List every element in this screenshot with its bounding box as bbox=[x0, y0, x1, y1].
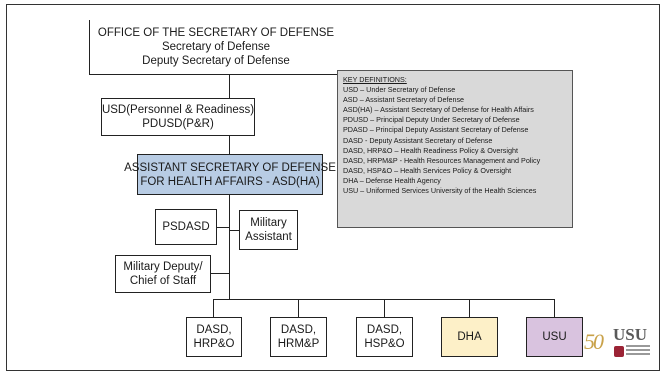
definition-item: USD – Under Secretary of Defense bbox=[343, 85, 456, 95]
node-military-assistant-line-1: Military bbox=[250, 217, 287, 229]
definition-item: DASD - Deputy Assistant Secretary of Def… bbox=[343, 135, 493, 145]
node-dasd-hrpo-line-1: DASD, bbox=[196, 324, 232, 336]
node-dha: DHA bbox=[441, 317, 498, 357]
definition-item: PDASD – Principal Deputy Assistant Secre… bbox=[343, 125, 529, 135]
connector-bottom-bar bbox=[213, 299, 554, 301]
connector-dasd-hrpo bbox=[213, 299, 215, 317]
definition-item: ASD(HA) – Assistant Secretary of Defense… bbox=[343, 105, 534, 115]
node-dasd-hrpo-line-2: HRP&O bbox=[193, 338, 235, 350]
node-asd-ha: ASSISTANT SECRETARY OF DEFENSE FOR HEALT… bbox=[124, 154, 336, 195]
node-osd-line-3: Deputy Secretary of Defense bbox=[142, 55, 290, 67]
connector-dha bbox=[469, 299, 471, 317]
node-osd-line-1: OFFICE OF THE SECRETARY OF DEFENSE bbox=[97, 27, 335, 39]
definition-item: PDUSD – Principal Deputy Under Secretary… bbox=[343, 115, 520, 125]
definition-item: DASD, HRP&O – Health Readiness Policy & … bbox=[343, 145, 518, 155]
definition-item: DASD, HRPM&P - Health Resources Manageme… bbox=[343, 155, 541, 165]
connector-psdasd bbox=[217, 227, 229, 229]
node-osd: OFFICE OF THE SECRETARY OF DEFENSE Secre… bbox=[89, 20, 342, 75]
node-dha-label: DHA bbox=[457, 331, 482, 343]
usu-50th-anniversary-logo-icon: 50 USU bbox=[584, 323, 664, 363]
node-dasd-hspo-line-2: HSP&O bbox=[364, 338, 405, 350]
node-military-assistant: Military Assistant bbox=[239, 210, 298, 250]
node-usd-pr: USD(Personnel & Readiness) PDUSD(P&R) bbox=[101, 98, 255, 136]
definition-item: DHA – Defense Health Agency bbox=[343, 175, 441, 185]
definition-item: ASD – Assistant Secretary of Defense bbox=[343, 95, 465, 105]
node-dasd-hrmp-line-1: DASD, bbox=[280, 324, 317, 336]
node-dasd-hrpo: DASD, HRP&O bbox=[186, 317, 242, 357]
key-definitions-box: KEY DEFINITIONS: USD – Under Secretary o… bbox=[337, 70, 573, 228]
node-asd-line-1: ASSISTANT SECRETARY OF DEFENSE bbox=[124, 161, 336, 174]
node-dasd-hrmp: DASD, HRM&P bbox=[270, 317, 327, 357]
node-osd-line-2: Secretary of Defense bbox=[161, 41, 271, 53]
connector-military-assistant bbox=[229, 230, 239, 232]
node-psdasd-label: PSDASD bbox=[162, 221, 210, 233]
node-military-deputy-line-1: Military Deputy/ bbox=[123, 261, 203, 273]
node-dasd-hspo-line-1: DASD, bbox=[366, 324, 403, 336]
node-usu-label: USU bbox=[542, 331, 567, 343]
node-usd-line-1: USD(Personnel & Readiness) bbox=[101, 104, 255, 116]
node-military-assistant-line-2: Assistant bbox=[245, 231, 292, 243]
connector-military-deputy bbox=[211, 273, 229, 275]
key-definitions-heading: KEY DEFINITIONS: bbox=[343, 75, 407, 84]
connector-usd-asd bbox=[229, 135, 231, 154]
node-usu: USU bbox=[526, 317, 583, 357]
node-usd-line-2: PDUSD(P&R) bbox=[142, 118, 214, 130]
definition-item: USU – Uniformed Services University of t… bbox=[343, 186, 537, 196]
connector-dasd-hspo bbox=[384, 299, 386, 317]
connector-dasd-hrmp bbox=[298, 299, 300, 317]
connector-usu bbox=[554, 299, 556, 317]
node-dasd-hrmp-line-2: HRM&P bbox=[277, 338, 320, 350]
node-asd-line-2: FOR HEALTH AFFAIRS - ASD(HA) bbox=[140, 175, 320, 188]
node-military-deputy: Military Deputy/ Chief of Staff bbox=[115, 255, 211, 293]
node-military-deputy-line-2: Chief of Staff bbox=[129, 275, 197, 287]
definition-item: DASD, HSP&O – Health Services Policy & O… bbox=[343, 165, 512, 175]
connector-asd-trunk bbox=[229, 195, 231, 299]
node-dasd-hspo: DASD, HSP&O bbox=[356, 317, 413, 357]
node-psdasd: PSDASD bbox=[155, 209, 217, 245]
connector-osd-usd bbox=[229, 74, 231, 98]
